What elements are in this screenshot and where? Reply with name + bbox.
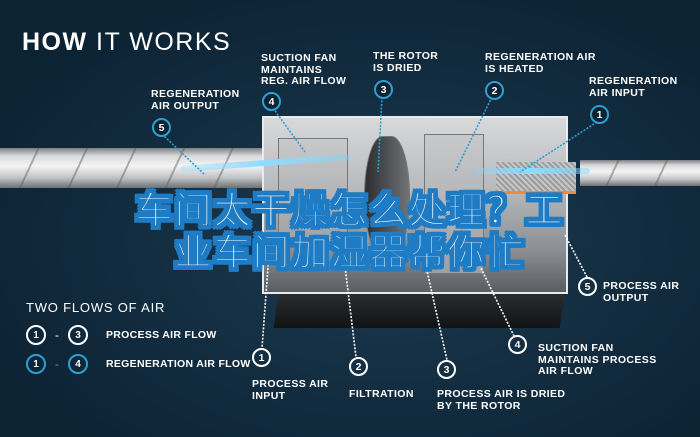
regen-step-1-badge: 1 bbox=[590, 105, 609, 124]
rotor bbox=[364, 136, 410, 256]
legend-process-air-flow: 1 - 3 PROCESS AIR FLOW bbox=[26, 325, 217, 345]
process-step-1-badge: 1 bbox=[252, 348, 271, 367]
regen-step-2-badge: 2 bbox=[485, 81, 504, 100]
regen-step-5-badge: 5 bbox=[152, 118, 171, 137]
banner-line-2: 业车间加湿器帮你忙 bbox=[174, 231, 526, 275]
banner-line-1: 车间太干燥怎么处理？工 bbox=[135, 189, 565, 233]
filter-compartment bbox=[424, 134, 484, 274]
process-step-3-badge: 3 bbox=[437, 360, 456, 379]
legend-label: PROCESS AIR FLOW bbox=[106, 329, 217, 341]
process-step-2-label: FILTRATION bbox=[349, 388, 414, 400]
regen-step-5-label: REGENERATION AIR OUTPUT bbox=[151, 88, 240, 112]
legend-to-badge: 3 bbox=[68, 325, 88, 345]
regen-step-4-badge: 4 bbox=[262, 92, 281, 111]
legend-dash: - bbox=[55, 357, 59, 371]
process-step-3-label: PROCESS AIR IS DRIED BY THE ROTOR bbox=[437, 388, 566, 412]
regen-step-2-label: REGENERATION AIR IS HEATED bbox=[485, 51, 596, 75]
process-step-2-badge: 2 bbox=[349, 357, 368, 376]
legend-dash: - bbox=[55, 328, 59, 342]
left-duct bbox=[0, 148, 290, 188]
regen-step-3-label: THE ROTOR IS DRIED bbox=[373, 50, 439, 74]
legend-title: TWO FLOWS OF AIR bbox=[26, 300, 166, 315]
process-step-5-label: PROCESS AIR OUTPUT bbox=[603, 280, 680, 304]
regen-step-3-badge: 3 bbox=[374, 80, 393, 99]
process-step-5-badge: 5 bbox=[578, 277, 597, 296]
process-step-1-label: PROCESS AIR INPUT bbox=[252, 378, 329, 402]
legend-to-badge: 4 bbox=[68, 354, 88, 374]
legend-label: REGENERATION AIR FLOW bbox=[106, 358, 251, 370]
legend-from-badge: 1 bbox=[26, 354, 46, 374]
process-airflow bbox=[470, 168, 590, 174]
process-step-4-badge: 4 bbox=[508, 335, 527, 354]
right-duct bbox=[580, 160, 700, 186]
page-title: HOW IT WORKS bbox=[22, 28, 232, 56]
regen-step-1-label: REGENERATION AIR INPUT bbox=[589, 75, 678, 99]
legend-from-badge: 1 bbox=[26, 325, 46, 345]
legend-regeneration-air-flow: 1 - 4 REGENERATION AIR FLOW bbox=[26, 354, 251, 374]
regen-step-4-label: SUCTION FAN MAINTAINS REG. AIR FLOW bbox=[261, 52, 347, 87]
process-step-4-label: SUCTION FAN MAINTAINS PROCESS AIR FLOW bbox=[538, 342, 657, 377]
heater bbox=[496, 162, 576, 194]
